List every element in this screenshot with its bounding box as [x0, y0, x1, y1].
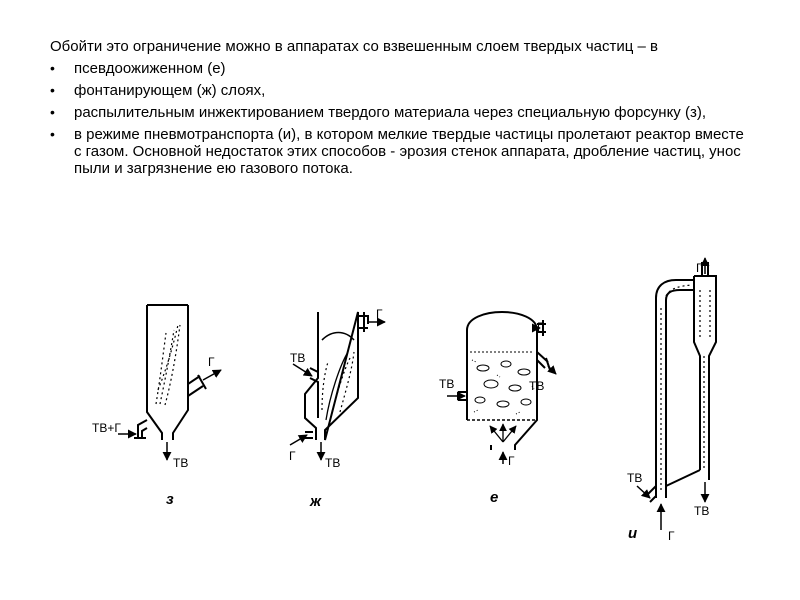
apparatus-e-label-tv-out: ТВ: [529, 379, 544, 393]
intro-text: Обойти это ограничение можно в аппаратах…: [50, 38, 659, 55]
apparatus-z: [118, 304, 222, 461]
apparatus-i-label-g-top: Г: [696, 261, 703, 275]
apparatus-z-label-tv-g: ТВ+Г: [92, 421, 121, 435]
bullet-item-pneumatic: в режиме пневмотранспорта (и), в котором…: [50, 126, 750, 177]
apparatus-i-label-g-bottom: Г: [668, 529, 675, 543]
apparatus-zh-label-tv-in: ТВ: [290, 351, 305, 365]
apparatus-zh-label-g: Г: [376, 307, 383, 321]
apparatus-i-label-tv-in: ТВ: [627, 471, 642, 485]
apparatus-zh-solid-in-arrow: [292, 363, 313, 377]
apparatus-zh: [289, 311, 386, 461]
apparatus-e-overflow-pipe: [536, 351, 551, 371]
apparatus-e-solid-out-arrow: [547, 365, 557, 375]
apparatus-zh-label-tv-out: ТВ: [325, 456, 340, 470]
apparatus-i-return-leg: [665, 469, 710, 487]
apparatus-z-gas-out-arrow: [202, 369, 222, 381]
apparatus-z-particles: [155, 324, 181, 406]
apparatus-i-cyclone: [693, 275, 717, 470]
apparatus-e-gas-jets: [489, 423, 517, 443]
apparatus-zh-label-g-in: Г: [289, 449, 296, 463]
apparatus-e-bed: [470, 351, 535, 415]
text-block: Обойти это ограничение можно в аппаратах…: [50, 38, 750, 182]
apparatus-i-caption: и: [628, 525, 637, 542]
bullet-item-spray: распылительным инжектированием твердого …: [50, 104, 750, 121]
apparatus-zh-deflector: [321, 331, 355, 341]
bullet-item-spouted: фонтанирующем (ж) слоях,: [50, 82, 750, 99]
apparatus-i-particles: [660, 284, 711, 490]
apparatus-z-label-tv: ТВ: [173, 456, 188, 470]
apparatus-zh-gas-outlet-pipe: [358, 312, 369, 332]
apparatus-e-label-tv-in: ТВ: [439, 377, 454, 391]
apparatus-zh-gas-in-arrow: [289, 434, 308, 446]
apparatus-zh-particles: [321, 351, 355, 413]
apparatus-z-label-g: Г: [208, 355, 215, 369]
apparatus-i-feed-pipe: [645, 485, 657, 503]
apparatus-e-label-g-bottom: Г: [508, 454, 515, 468]
apparatus-z-gas-outlet-pipe: [187, 374, 207, 397]
apparatus-e-caption: е: [490, 489, 498, 506]
apparatus-i-label-tv-out: ТВ: [694, 504, 709, 518]
apparatus-z-body: [146, 305, 189, 440]
apparatus-e-vessel: [466, 310, 538, 450]
apparatus-zh-body: [304, 311, 359, 441]
apparatus-z-caption: з: [166, 491, 174, 508]
apparatus-i: [636, 257, 717, 530]
apparatus-e: [447, 310, 557, 464]
apparatus-i-solid-in-arrow: [636, 485, 651, 499]
apparatus-zh-spout: [325, 351, 349, 421]
apparatus-i-riser: [655, 279, 694, 498]
bullet-list: псевдоожиженном (е) фонтанирующем (ж) сл…: [50, 60, 750, 177]
apparatus-zh-caption: ж: [309, 493, 322, 510]
apparatus-z-inlet-pipe: [134, 419, 148, 439]
apparatus-e-label-g-top: Г: [537, 320, 544, 334]
bullet-item-fluidized: псевдоожиженном (е): [50, 60, 750, 77]
